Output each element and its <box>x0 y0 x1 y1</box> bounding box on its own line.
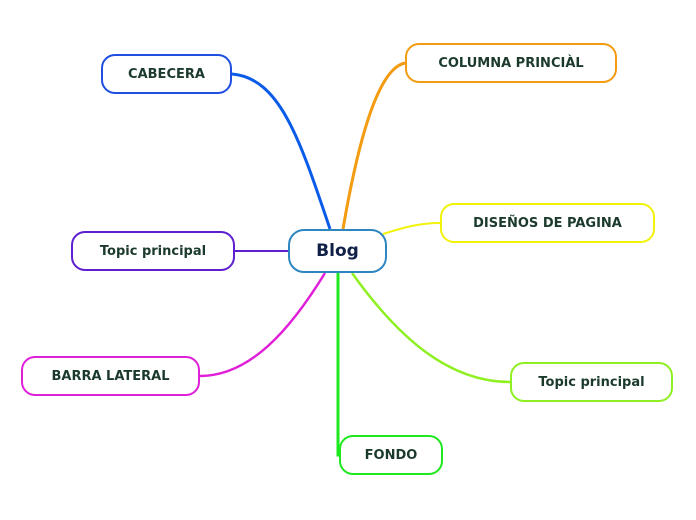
topic-node-fondo[interactable]: FONDO <box>339 435 443 475</box>
connector-barra <box>199 272 327 378</box>
connector-topic-right <box>350 272 511 384</box>
connector-disenos <box>382 222 441 235</box>
connector-cabecera <box>231 72 332 230</box>
central-topic-node[interactable]: Blog <box>288 229 387 273</box>
connector-fondo <box>336 273 340 457</box>
connector-columna <box>341 61 406 230</box>
topic-node-topic-principal-right[interactable]: Topic principal <box>510 362 673 402</box>
topic-node-columna-principal[interactable]: COLUMNA PRINCIÀL <box>405 43 617 83</box>
topic-node-cabecera[interactable]: CABECERA <box>101 54 232 94</box>
topic-node-barra-lateral[interactable]: BARRA LATERAL <box>21 356 200 396</box>
topic-node-disenos-de-pagina[interactable]: DISEÑOS DE PAGINA <box>440 203 655 243</box>
topic-node-topic-principal-left[interactable]: Topic principal <box>71 231 235 271</box>
